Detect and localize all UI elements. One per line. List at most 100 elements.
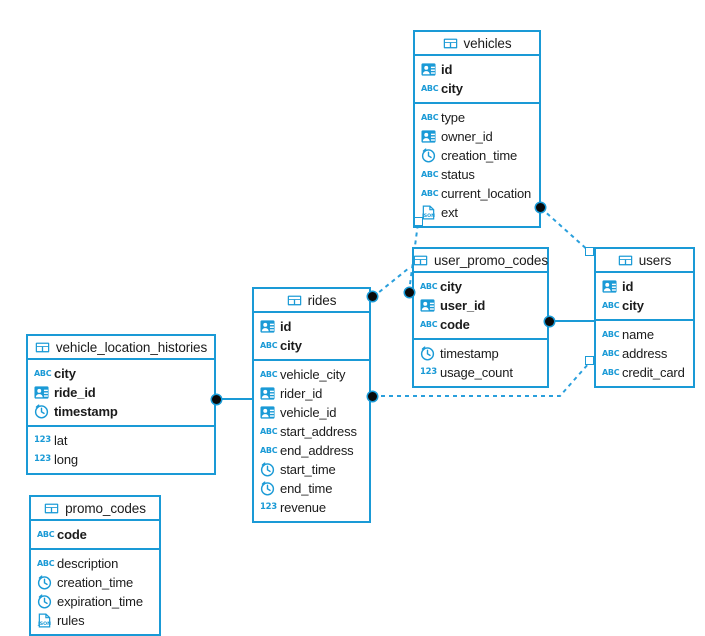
field-name: vehicle_city: [280, 367, 346, 382]
field-name: creation_time: [57, 575, 134, 590]
svg-text:JSON: JSON: [421, 213, 435, 219]
field-row[interactable]: JSON ext: [415, 203, 539, 222]
field-name: ext: [441, 205, 458, 220]
field-name: city: [441, 81, 463, 96]
field-row[interactable]: user_id: [414, 296, 547, 315]
field-row[interactable]: owner_id: [415, 127, 539, 146]
field-row[interactable]: id: [596, 277, 693, 296]
id-badge-icon: [602, 279, 617, 294]
endpoint-square-vehicles-bottom: [414, 217, 423, 226]
id-badge-icon: [421, 62, 436, 77]
number-icon: 123: [420, 367, 437, 377]
table-name: user_promo_codes: [434, 252, 548, 268]
field-name: city: [440, 279, 462, 294]
table-header-vehicle_location_histories[interactable]: vehicle_location_histories: [28, 336, 214, 360]
table-grid-icon: [44, 501, 59, 516]
field-name: timestamp: [440, 346, 499, 361]
field-row[interactable]: timestamp: [414, 344, 547, 363]
field-name: creation_time: [441, 148, 518, 163]
field-name: end_address: [280, 443, 354, 458]
field-name: long: [54, 452, 78, 467]
field-name: type: [441, 110, 465, 125]
table-header-user_promo_codes[interactable]: user_promo_codes: [413, 249, 548, 273]
number-icon: 123: [34, 435, 51, 445]
table-header-rides[interactable]: rides: [254, 289, 369, 313]
field-name: credit_card: [622, 365, 685, 380]
table-grid-icon: [35, 340, 50, 355]
field-row[interactable]: expiration_time: [31, 592, 159, 611]
field-row[interactable]: start_time: [254, 460, 369, 479]
abc-icon: ABC: [260, 427, 278, 436]
abc-icon: ABC: [260, 446, 278, 455]
id-badge-icon: [260, 386, 275, 401]
table-header-promo_codes[interactable]: promo_codes: [31, 497, 159, 521]
field-name: ride_id: [54, 385, 96, 400]
edge-vehicles-users: [540, 207, 591, 253]
field-name: id: [441, 62, 453, 77]
clock-icon: [37, 594, 52, 609]
field-row[interactable]: timestamp: [28, 402, 214, 421]
table-header-users[interactable]: users: [596, 249, 693, 273]
field-name: description: [57, 556, 119, 571]
field-name: start_time: [280, 462, 336, 477]
field-row[interactable]: creation_time: [31, 573, 159, 592]
endpoint-square-users-topleft: [585, 247, 594, 256]
table-grid-icon: [618, 253, 633, 268]
endpoint-dot-rides-header-right: [368, 292, 377, 301]
field-name: end_time: [280, 481, 333, 496]
id-badge-icon: [34, 385, 49, 400]
table-header-vehicles[interactable]: vehicles: [415, 32, 539, 56]
field-row[interactable]: ride_id: [28, 383, 214, 402]
field-row[interactable]: id: [254, 317, 369, 336]
table-name: promo_codes: [65, 500, 146, 516]
field-row[interactable]: end_time: [254, 479, 369, 498]
id-badge-icon: [260, 405, 275, 420]
field-name: city: [622, 298, 644, 313]
field-name: city: [54, 366, 76, 381]
field-row[interactable]: vehicle_id: [254, 403, 369, 422]
endpoint-dot-userpromocodes-right: [545, 317, 554, 326]
abc-icon: ABC: [260, 341, 278, 350]
field-row[interactable]: creation_time: [415, 146, 539, 165]
field-name: city: [280, 338, 302, 353]
table-name: vehicle_location_histories: [55, 339, 208, 355]
clock-icon: [34, 404, 49, 419]
field-row[interactable]: id: [415, 60, 539, 79]
field-row[interactable]: rider_id: [254, 384, 369, 403]
abc-icon: ABC: [37, 559, 55, 568]
